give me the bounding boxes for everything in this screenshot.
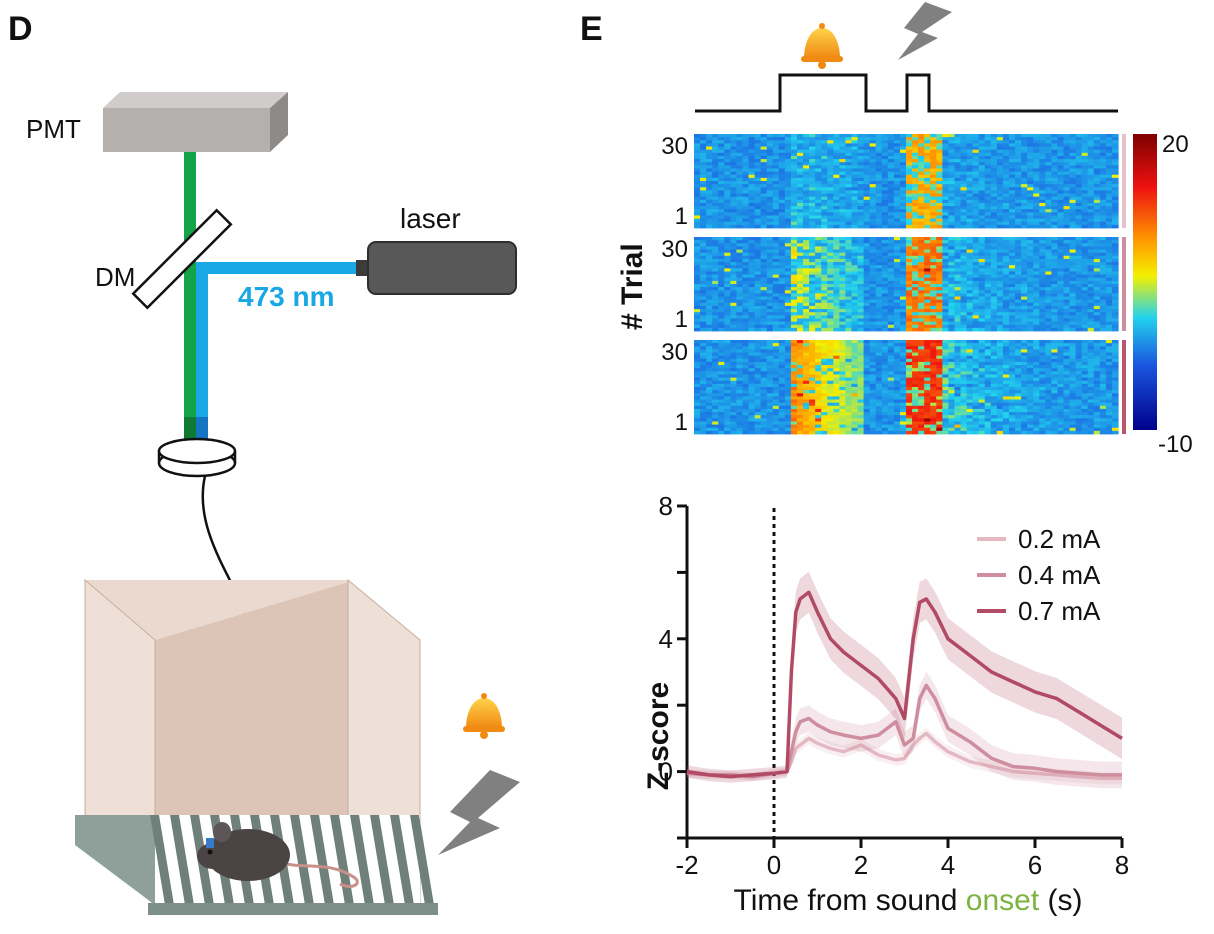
heatmap-bottom-tick: 1 — [675, 409, 688, 436]
xlabel-onset: onset — [966, 884, 1040, 917]
lightning-icon — [438, 770, 520, 855]
stimulus-bell-icon — [801, 23, 843, 69]
panel-d-letter: D — [8, 10, 33, 48]
stimulus-trace — [695, 73, 1118, 113]
xlabel-part-1: Time from sound — [733, 884, 965, 917]
green-beam — [184, 152, 196, 417]
colorbar — [1133, 134, 1157, 430]
colorbar-max-label: 20 — [1162, 131, 1189, 158]
sem-band-2 — [687, 672, 1122, 789]
fiber-connector — [157, 437, 237, 478]
pmt-box — [103, 92, 288, 152]
y-tick-label: 8 — [659, 491, 673, 521]
grid-floor-bar — [330, 815, 354, 905]
y-tick-label: 4 — [659, 624, 673, 654]
blue-beam-horizontal — [196, 262, 366, 274]
x-tick-label: -2 — [675, 850, 698, 880]
series-line-3 — [686, 590, 1123, 779]
blue-beam-vertical — [196, 267, 208, 417]
intensity-bar-2 — [1122, 237, 1126, 331]
grid-floor-bar — [370, 815, 394, 905]
heatmap-top-tick: 30 — [661, 133, 688, 160]
intensity-bar-3 — [1122, 340, 1126, 434]
y-tick-label: 0 — [659, 757, 673, 787]
dichroic-mirror — [131, 208, 233, 310]
legend-label: 0.4 mA — [1018, 560, 1101, 590]
heatmap-bottom-tick: 1 — [675, 203, 688, 230]
grid-floor-bar — [390, 815, 414, 905]
x-tick-label: 6 — [1028, 850, 1042, 880]
bell-icon — [463, 693, 505, 739]
grid-floor-bar — [150, 815, 174, 905]
grid-floor-bar — [290, 815, 314, 905]
mouse-illustration — [197, 822, 359, 888]
laser-device — [356, 241, 517, 295]
panel-e-letter: E — [580, 10, 603, 48]
chart-ylabel: Z-score — [642, 682, 675, 790]
pmt-label: PMT — [26, 114, 81, 144]
trial-heatmaps — [694, 134, 1126, 435]
legend-label: 0.7 mA — [1018, 596, 1101, 626]
dm-label: DM — [95, 262, 135, 292]
chart-xlabel: Time from sound onset (s) — [733, 884, 1082, 917]
colorbar-min-label: -10 — [1158, 431, 1193, 458]
x-tick-label: 4 — [941, 850, 955, 880]
heatmap-ylabel: # Trial — [616, 243, 649, 330]
heatmap-bottom-tick: 1 — [675, 306, 688, 333]
xlabel-part-3: (s) — [1039, 884, 1082, 917]
legend-label: 0.2 mA — [1018, 524, 1101, 554]
grid-floor-bar — [350, 815, 374, 905]
intensity-bar-1 — [1122, 134, 1126, 228]
grid-floor-bar — [410, 815, 434, 905]
x-tick-label: 8 — [1115, 850, 1129, 880]
grid-floor-bar — [170, 815, 194, 905]
grid-floor-bar — [310, 815, 334, 905]
wavelength-label: 473 nm — [238, 281, 335, 312]
x-tick-label: 0 — [767, 850, 781, 880]
heatmap-top-tick: 30 — [661, 339, 688, 366]
laser-label: laser — [400, 203, 461, 234]
x-tick-label: 2 — [854, 850, 868, 880]
heatmap-top-tick: 30 — [661, 236, 688, 263]
zscore-line-chart: 0 4 8 -2 0 2 4 6 8 0.2 mA 0.4 mA 0.7 mA — [659, 491, 1130, 880]
stimulus-lightning-icon — [898, 2, 952, 60]
